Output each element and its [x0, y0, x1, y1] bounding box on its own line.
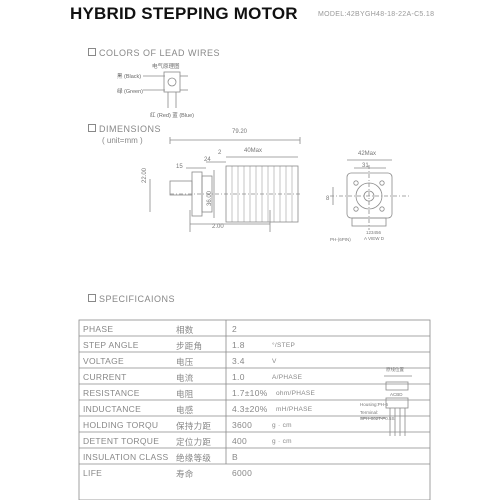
- spec-unit: mH/PHASE: [276, 406, 313, 413]
- housing-label: Housing:PH-6: [360, 402, 389, 407]
- specifications-heading: SPECIFICAIONS: [88, 294, 175, 304]
- wire-red-blue-label: 红 (Red) 蓝 (Blue): [150, 113, 195, 119]
- spec-unit: g · cm: [272, 422, 292, 429]
- circuit-label: 电气原理图: [152, 64, 180, 70]
- document-title: HYBRID STEPPING MOTOR: [70, 4, 298, 23]
- spec-label: INDUCTANCE: [83, 404, 142, 414]
- spec-cn: 电感: [176, 405, 194, 415]
- terminal-label: Terminal:: [360, 410, 379, 415]
- spec-cn: 定位力距: [176, 437, 212, 447]
- dim-total-length: 79.20: [232, 129, 248, 135]
- wiring-code: ACBD: [390, 392, 403, 397]
- checkbox-icon: [88, 48, 96, 56]
- spec-label: INSULATION CLASS: [83, 452, 169, 462]
- dim-31: 31: [362, 163, 369, 169]
- spec-label: RESISTANCE: [83, 388, 140, 398]
- spec-cn: 电压: [176, 357, 194, 367]
- spec-cn: 相数: [176, 325, 194, 335]
- spec-cn: 绝缘等级: [176, 453, 212, 463]
- wiring-title: 原线位置: [386, 367, 404, 372]
- checkbox-icon: [88, 294, 96, 302]
- dim-8: 8: [326, 196, 330, 202]
- unit-note: ( unit=mm ): [102, 136, 143, 145]
- terminal-code: SPH-002T-P0.5S: [360, 416, 395, 421]
- dimensions-heading: DIMENSIONS: [88, 124, 161, 134]
- dim-body-length: 40Max: [244, 148, 263, 154]
- model-number: MODEL:42BYGH48-18-22A-C5.18: [318, 11, 435, 18]
- dim-2: 2: [218, 150, 222, 156]
- spec-unit: °/STEP: [272, 342, 296, 349]
- spec-label: CURRENT: [83, 372, 127, 382]
- spec-value: 1.8: [232, 340, 245, 350]
- spec-value: 3600: [232, 420, 253, 430]
- dim-24: 24: [204, 157, 211, 163]
- connector-label: PH-(6PIN): [330, 237, 351, 242]
- spec-value: 1.7±10%: [232, 388, 268, 398]
- wire-black-label: 黑 (Black): [117, 74, 142, 80]
- spec-value: 6000: [232, 468, 253, 478]
- spec-value: 4.3±20%: [232, 404, 268, 414]
- spec-cn: 电阻: [176, 389, 194, 399]
- connector-view: A VIEW D: [364, 236, 385, 241]
- spec-value: 400: [232, 436, 248, 446]
- spec-unit: A/PHASE: [272, 374, 303, 381]
- spec-value: B: [232, 452, 238, 462]
- spec-label: HOLDING TORQU: [83, 420, 159, 430]
- spec-unit: ohm/PHASE: [276, 390, 316, 397]
- spec-label: VOLTAGE: [83, 356, 124, 366]
- spec-value: 2: [232, 324, 238, 334]
- spec-value: 1.0: [232, 372, 245, 382]
- spec-cn: 保持力距: [176, 421, 212, 431]
- dim-shaft-15: 15: [176, 164, 183, 170]
- spec-label: LIFE: [83, 468, 103, 478]
- spec-cn: 寿命: [176, 469, 194, 479]
- spec-unit: g · cm: [272, 438, 292, 445]
- spec-label: DETENT TORQUE: [83, 436, 160, 446]
- lead-wires-heading: COLORS OF LEAD WIRES: [88, 48, 220, 58]
- dim-2-00: 2.00: [212, 224, 224, 230]
- wire-green-label: 绿 (Green): [117, 89, 143, 95]
- spec-unit: V: [272, 358, 277, 365]
- spec-value: 3.4: [232, 356, 245, 366]
- spec-cn: 电流: [176, 373, 194, 383]
- connector-pins: 123456: [366, 230, 382, 235]
- spec-label: PHASE: [83, 324, 114, 334]
- spec-cn: 步距角: [176, 341, 203, 351]
- checkbox-icon: [88, 124, 96, 132]
- spec-label: STEP ANGLE: [83, 340, 139, 350]
- dim-42max: 42Max: [358, 151, 377, 157]
